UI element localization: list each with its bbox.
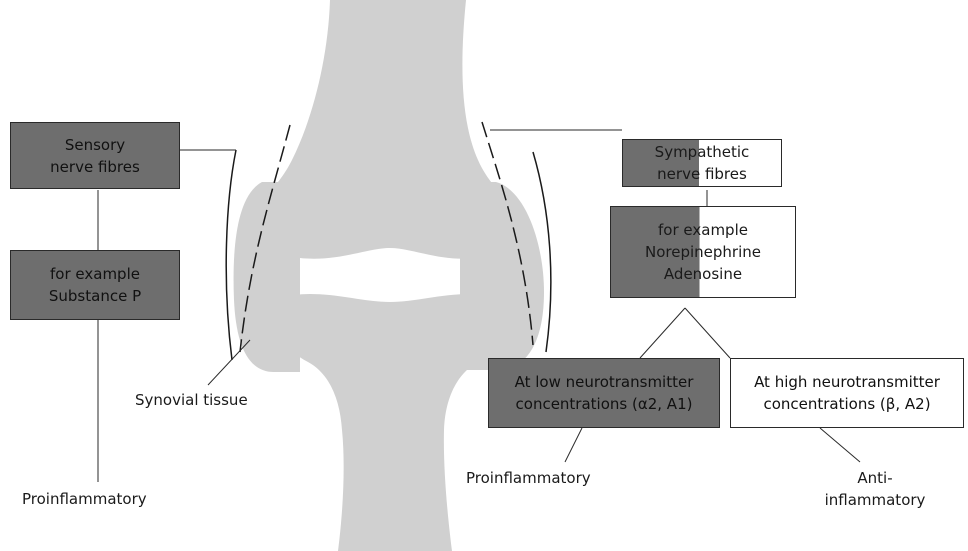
sensory-box-line1: Sensory bbox=[65, 134, 125, 156]
connector-synovial-pointer bbox=[208, 340, 250, 385]
low-proinflammatory-label: Proinflammatory bbox=[466, 467, 636, 489]
norepinephrine-line3: Adenosine bbox=[664, 263, 742, 285]
high-line2: concentrations (β, A2) bbox=[763, 393, 930, 415]
norepinephrine-adenosine-box: for example Norepinephrine Adenosine bbox=[610, 206, 796, 298]
substance-p-line1: for example bbox=[50, 263, 140, 285]
synovial-tissue-label: Synovial tissue bbox=[135, 389, 285, 411]
sensory-nerve-fibres-box: Sensory nerve fibres bbox=[10, 122, 180, 189]
sympathetic-nerve-fibres-box: Sympathetic nerve fibres bbox=[622, 139, 782, 187]
connector-branch-left bbox=[640, 308, 685, 358]
anti-inflammatory-label: Anti- inflammatory bbox=[800, 467, 950, 511]
sympathetic-box-line1: Sympathetic bbox=[655, 141, 750, 163]
sensory-proinflammatory-label: Proinflammatory bbox=[22, 488, 182, 510]
substance-p-box: for example Substance P bbox=[10, 250, 180, 320]
connector-high-to-anti bbox=[820, 428, 860, 462]
low-line1: At low neurotransmitter bbox=[515, 371, 694, 393]
anti-inflammatory-line1: Anti- bbox=[800, 467, 950, 489]
low-concentration-box: At low neurotransmitter concentrations (… bbox=[488, 358, 720, 428]
substance-p-line2: Substance P bbox=[49, 285, 141, 307]
high-line1: At high neurotransmitter bbox=[754, 371, 940, 393]
norepinephrine-line2: Norepinephrine bbox=[645, 241, 761, 263]
sympathetic-box-line2: nerve fibres bbox=[657, 163, 747, 185]
high-concentration-box: At high neurotransmitter concentrations … bbox=[730, 358, 964, 428]
connector-branch-right bbox=[685, 308, 730, 358]
connector-low-to-proinflammatory bbox=[565, 428, 582, 462]
lower-bone bbox=[268, 294, 514, 551]
sensory-box-line2: nerve fibres bbox=[50, 156, 140, 178]
norepinephrine-line1: for example bbox=[658, 219, 748, 241]
upper-bone bbox=[254, 0, 516, 259]
low-line2: concentrations (α2, A1) bbox=[516, 393, 693, 415]
anti-inflammatory-line2: inflammatory bbox=[800, 489, 950, 511]
